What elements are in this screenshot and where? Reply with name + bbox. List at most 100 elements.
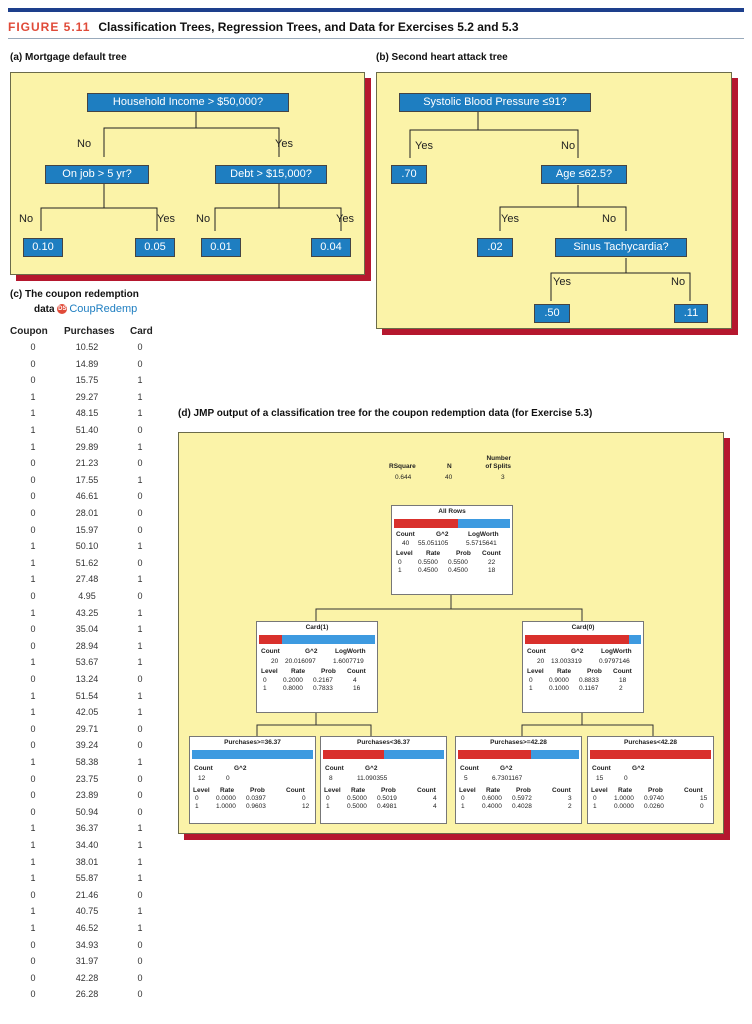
age-no-label: No	[602, 213, 617, 225]
leaf-count: 8	[329, 775, 333, 782]
prob-value: 0.1167	[579, 685, 599, 692]
leaf-rate-bar	[192, 750, 313, 759]
mortgage-leaf-1: 0.10	[23, 238, 63, 257]
coupon-cell: 0	[30, 524, 36, 535]
card0-count-label: Count	[527, 648, 546, 655]
card-cell: 1	[137, 690, 143, 701]
leaf-countcol-label: Count	[552, 787, 571, 794]
coupon-cell: 0	[30, 723, 36, 734]
purchases-cell: 46.52	[75, 923, 99, 933]
prob-value: 0.7833	[313, 685, 333, 692]
coupon-cell: 0	[30, 889, 36, 900]
purchases-cell: 14.89	[75, 358, 99, 369]
root-count: 40	[402, 540, 410, 547]
card-cell: 0	[137, 557, 143, 568]
leaf-title: Purchases>=36.37	[224, 739, 281, 746]
purchases-cell: 26.28	[75, 989, 99, 1000]
card-cell: 0	[137, 889, 143, 900]
purchases-cell: 23.89	[75, 790, 99, 801]
purchases-cell: 39.24	[75, 740, 99, 751]
leaf-count-label: Count	[325, 765, 344, 772]
purchases-cell: 28.94	[75, 640, 99, 651]
purchases-cell: 34.93	[75, 939, 99, 950]
prob-value: 0.5019	[377, 795, 397, 802]
coupon-cell: 0	[30, 508, 36, 518]
purchases-cell: 27.48	[75, 574, 99, 585]
purchases-cell: 50.94	[75, 806, 99, 817]
summary-rsquare-value: 0.644	[395, 474, 412, 481]
mortgage-leaf-3: 0.01	[201, 238, 241, 257]
count-value: 15	[700, 795, 708, 802]
root-bar-blue	[457, 519, 510, 528]
leaf-title: Purchases<42.28	[624, 739, 677, 746]
leaf-rate-label: Rate	[351, 787, 366, 794]
purchases-cell: 48.15	[75, 408, 99, 419]
figure-caption: Classification Trees, Regression Trees, …	[98, 20, 519, 34]
purchases-cell: 15.75	[75, 375, 99, 386]
level-value: 0	[326, 795, 330, 802]
card1-bar-red	[259, 635, 283, 644]
sinus-no-label: No	[671, 276, 686, 288]
card1-count-label: Count	[261, 648, 280, 655]
figure-number: FIGURE 5.11	[8, 20, 91, 34]
purchases-cell: 36.37	[75, 823, 99, 834]
coupon-cell: 0	[30, 674, 36, 684]
coupon-cell: 0	[30, 740, 36, 751]
rate-value: 0.5000	[347, 803, 367, 810]
coupon-cell: 0	[30, 773, 36, 784]
leaf-bar-blue	[192, 750, 313, 759]
dataset-icon: DS	[57, 304, 68, 315]
leaf-g2: 0	[226, 775, 230, 782]
coupon-cell: 0	[30, 640, 36, 651]
card-cell: 0	[137, 491, 143, 502]
mortgage-no-label: No	[77, 138, 92, 150]
bp-yes-label: Yes	[415, 140, 433, 152]
coupon-cell: 1	[30, 923, 36, 933]
mortgage-yes-label: Yes	[275, 138, 293, 150]
root-g2-label: G^2	[436, 531, 449, 538]
figure-title: FIGURE 5.11 Classification Trees, Regress…	[8, 20, 519, 34]
coupon-cell: 0	[30, 939, 36, 950]
coupon-cell: 0	[30, 474, 36, 485]
leaf-level-label: Level	[591, 787, 608, 794]
rate-value: 0.6000	[482, 795, 502, 802]
card-cell: 1	[137, 441, 143, 452]
card-cell: 1	[137, 624, 143, 635]
card0-logworth-label: LogWorth	[601, 648, 632, 655]
root-bar-red	[394, 519, 458, 528]
summary-splits-label-2: of Splits	[485, 463, 511, 470]
summary-n-value: 40	[445, 474, 453, 481]
count-value: 2	[568, 803, 572, 810]
card0-g2: 13.003319	[551, 658, 582, 665]
level-value: 0	[529, 677, 533, 684]
card-cell: 0	[137, 773, 143, 784]
rate-value: 0.2000	[283, 677, 303, 684]
prob-value: 0.5500	[448, 559, 468, 566]
card0-g2-label: G^2	[571, 648, 584, 655]
heart-sinus-node: Sinus Tachycardia?	[555, 238, 687, 257]
card1-logworth: 1.6007719	[333, 658, 364, 665]
root-countcol-label: Count	[482, 550, 501, 557]
coupon-cell: 1	[30, 574, 36, 585]
card-cell: 1	[137, 391, 143, 402]
leaf-prob-label: Prob	[381, 787, 396, 794]
count-value: 12	[302, 803, 310, 810]
leaf-bar-red	[323, 750, 384, 759]
debt-no-label: No	[196, 213, 211, 225]
card0-count: 20	[537, 658, 545, 665]
panel-a-caption: (a) Mortgage default tree	[10, 52, 127, 63]
leaf-prob-label: Prob	[516, 787, 531, 794]
purchases-cell: 42.05	[75, 707, 99, 718]
leaf-count-label: Count	[194, 765, 213, 772]
level-value: 0	[398, 559, 402, 566]
leaf-rate-label: Rate	[486, 787, 501, 794]
jmp-card1-node: Card(1) Count G^2 LogWorth 20 20.016097 …	[256, 621, 378, 713]
purchases-cell: 29.89	[75, 441, 99, 452]
purchases-cell: 31.97	[75, 956, 99, 967]
coupon-cell: 1	[30, 707, 36, 718]
level-value: 1	[461, 803, 465, 810]
coupon-cell: 0	[30, 342, 36, 352]
card1-level-label: Level	[261, 668, 278, 675]
leaf-count: 12	[198, 775, 206, 782]
leaf-count-label: Count	[592, 765, 611, 772]
